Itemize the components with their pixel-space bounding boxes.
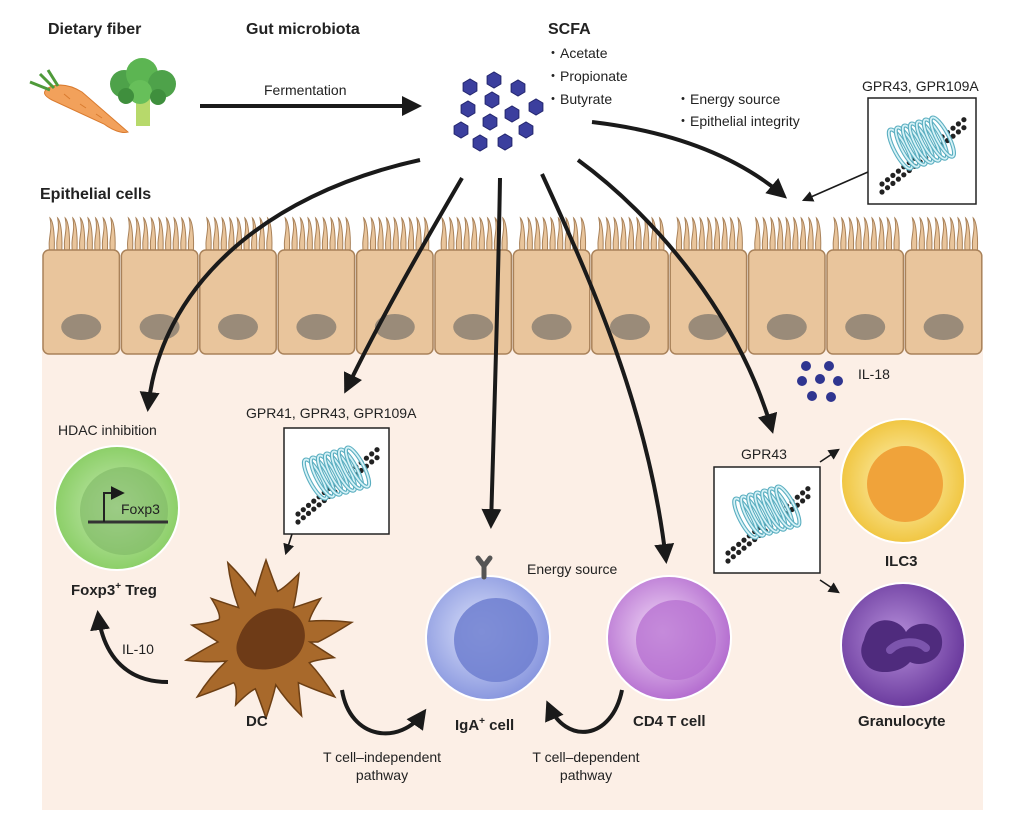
epithelial-cell bbox=[120, 216, 199, 355]
scfa-item-propionate: ・Propionate bbox=[546, 68, 628, 84]
receptor-dc-arrow bbox=[283, 533, 295, 556]
t-dependent-label-line1: T cell–dependent bbox=[532, 749, 640, 765]
arrow-to-epithelium bbox=[591, 120, 788, 199]
arrow-to-iga bbox=[481, 177, 502, 529]
iga-sup: + bbox=[479, 716, 486, 727]
treg-cell bbox=[54, 445, 180, 571]
arrow-to-cd4 bbox=[540, 173, 675, 564]
epithelial-receptor-label: GPR43, GPR109A bbox=[862, 78, 979, 94]
arrow-to-ilc3 bbox=[576, 158, 778, 434]
scfa-hexagon bbox=[497, 133, 513, 151]
scfa-hexagon bbox=[486, 71, 502, 89]
scfa-hexagon bbox=[460, 100, 476, 118]
epithelial-cell bbox=[434, 216, 513, 355]
epithelial-cell bbox=[355, 216, 434, 355]
receptor-ilc3-arrow bbox=[819, 448, 840, 463]
energy-source-effect: ・Energy source bbox=[676, 91, 781, 107]
epithelial-cell bbox=[826, 216, 905, 355]
foxp3-gene-label: Foxp3 bbox=[121, 501, 160, 517]
epithelial-cells-label: Epithelial cells bbox=[40, 186, 152, 203]
scfa-label: SCFA bbox=[548, 21, 591, 38]
hdac-inhibition-label: HDAC inhibition bbox=[58, 422, 157, 438]
il18-molecules bbox=[797, 361, 843, 402]
epithelial-cell bbox=[199, 216, 277, 355]
scfa-hexagon bbox=[510, 79, 526, 97]
carrot-icon bbox=[29, 69, 129, 133]
scfa-hexagon bbox=[482, 113, 498, 131]
epithelial-cell bbox=[669, 216, 748, 355]
ilc3-cell bbox=[840, 418, 966, 544]
dc-receptor-label: GPR41, GPR43, GPR109A bbox=[246, 405, 417, 421]
epithelial-cell bbox=[747, 216, 826, 355]
cd4-energy-label: Energy source bbox=[527, 561, 618, 577]
dc-label: DC bbox=[246, 713, 268, 730]
arrow-to-dc bbox=[343, 176, 464, 394]
receptor-box-epithelial bbox=[867, 97, 977, 205]
scfa-hexagon bbox=[462, 78, 478, 96]
epithelial-cell bbox=[42, 216, 121, 355]
iga-cell-label: IgA+ cell bbox=[455, 716, 515, 734]
il18-label: IL-18 bbox=[858, 366, 890, 382]
treg-sup: + bbox=[115, 581, 122, 592]
dendritic-cell bbox=[183, 557, 355, 721]
ilc3-label: ILC3 bbox=[885, 553, 918, 570]
epithelial-cell bbox=[591, 216, 669, 355]
iga-cell bbox=[425, 555, 551, 701]
fermentation-label: Fermentation bbox=[264, 82, 347, 98]
epithelial-cell bbox=[904, 216, 983, 355]
scfa-hexagon bbox=[518, 121, 534, 139]
scfa-hexagon bbox=[504, 105, 520, 123]
gut-microbiota-label: Gut microbiota bbox=[246, 21, 360, 38]
granulocyte-cell bbox=[840, 582, 966, 708]
scfa-hexagon bbox=[528, 98, 544, 116]
lamina-propria bbox=[42, 330, 983, 810]
dietary-fiber-label: Dietary fiber bbox=[48, 21, 142, 38]
t-independent-label-line2: pathway bbox=[355, 767, 409, 783]
scfa-hexagon bbox=[472, 134, 488, 152]
t-dependent-arrow bbox=[545, 689, 624, 734]
scfa-item-butyrate: ・Butyrate bbox=[546, 91, 613, 107]
receptor-epi-arrow bbox=[801, 171, 869, 202]
receptor-gran-arrow bbox=[819, 579, 840, 594]
il10-arrow bbox=[90, 610, 169, 684]
scfa-item-acetate: ・Acetate bbox=[546, 45, 608, 61]
cd4-label: CD4 T cell bbox=[633, 713, 706, 730]
cd4-t-cell bbox=[606, 575, 732, 701]
receptor-box-dc bbox=[283, 427, 390, 535]
epithelial-integrity-effect: ・Epithelial integrity bbox=[676, 113, 800, 129]
scfa-hexagon bbox=[484, 91, 500, 109]
t-independent-label-line1: T cell–independent bbox=[322, 749, 442, 765]
arrow-to-treg bbox=[139, 158, 421, 412]
ilc3-receptor-label: GPR43 bbox=[741, 446, 787, 462]
t-dependent-label-line2: pathway bbox=[559, 767, 613, 783]
granulocyte-label: Granulocyte bbox=[858, 713, 946, 730]
scfa-molecules bbox=[453, 71, 544, 152]
il10-label: IL-10 bbox=[122, 641, 154, 657]
epithelial-cell bbox=[512, 216, 591, 355]
treg-label: Foxp3+ Treg bbox=[71, 581, 157, 599]
epithelial-layer bbox=[42, 216, 983, 355]
broccoli-icon bbox=[110, 58, 176, 126]
epithelial-cell bbox=[277, 216, 356, 355]
receptor-box-ilc3 bbox=[713, 466, 821, 574]
t-independent-arrow bbox=[340, 689, 427, 736]
scfa-hexagon bbox=[453, 121, 469, 139]
